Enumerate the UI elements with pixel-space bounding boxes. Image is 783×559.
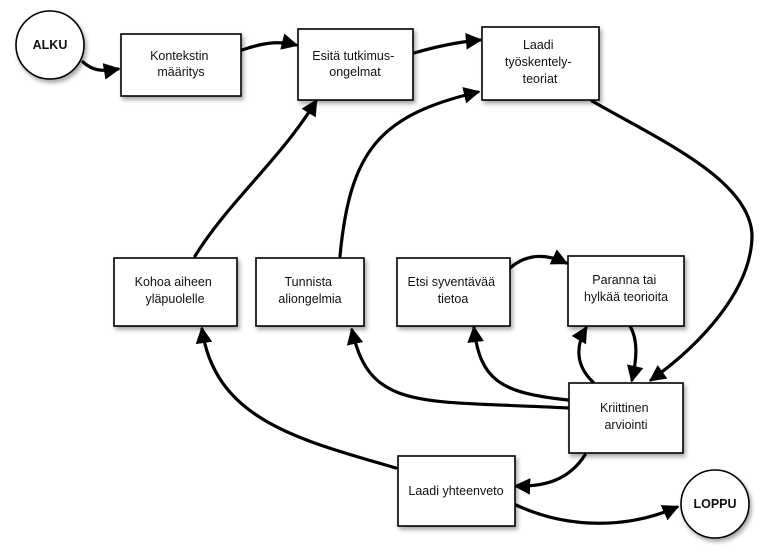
node-kohoa-label: Kohoa aiheen yläpuolelle — [135, 275, 216, 306]
edge-yhteenveto-loppu — [514, 503, 680, 525]
node-kriittinen — [568, 382, 684, 454]
edge-alku-kontekstin — [81, 60, 121, 80]
node-yhteenveto-label: Laadi yhteenveto — [408, 484, 503, 498]
edge-kriittinen-etsi — [467, 325, 570, 402]
node-kohoa — [113, 257, 238, 327]
nodes: ALKU Kontekstin määritys Esitä tutkimus-… — [15, 10, 750, 539]
node-alku — [15, 10, 85, 80]
node-yhteenveto — [397, 455, 516, 527]
node-paranna-label: Paranna tai hylkää teorioita — [584, 273, 668, 304]
node-tunnista-label: Tunnista aliongelmia — [278, 275, 341, 306]
edge-laadi-teoriat-kriittinen — [590, 99, 754, 382]
node-esita — [297, 28, 414, 101]
node-esita-label: Esitä tutkimus- ongelmat — [312, 49, 397, 79]
node-loppu-label: LOPPU — [693, 497, 736, 511]
edge-tunnista-laadi-teoriat — [338, 87, 481, 258]
node-loppu — [680, 469, 750, 539]
node-etsi — [396, 257, 511, 327]
node-etsi-label: Etsi syventävää tietoa — [407, 275, 498, 306]
node-paranna — [567, 255, 685, 327]
edge-esita-laadi-teoriat — [412, 32, 483, 55]
node-tunnista — [255, 257, 365, 327]
node-kontekstin-label: Kontekstin määritys — [150, 49, 212, 79]
edge-kriittinen-tunnista — [346, 327, 570, 410]
edge-kontekstin-esita — [240, 33, 299, 52]
edge-kriittinen-yhteenveto — [513, 453, 587, 495]
node-alku-label: ALKU — [33, 38, 68, 52]
node-laadi-teoriat-label: Laadi työskentely- teoriat — [505, 38, 575, 86]
edge-kriittinen-paranna — [571, 325, 595, 384]
edge-paranna-kriittinen — [627, 324, 644, 383]
edge-kohoa-esita — [193, 98, 318, 258]
node-laadi-teoriat — [481, 26, 600, 101]
node-kontekstin — [120, 33, 242, 97]
node-kriittinen-label: Kriittinen arviointi — [600, 401, 652, 432]
edge-etsi-paranna — [508, 249, 569, 270]
edges — [81, 32, 754, 525]
edge-yhteenveto-kohoa — [195, 326, 398, 470]
